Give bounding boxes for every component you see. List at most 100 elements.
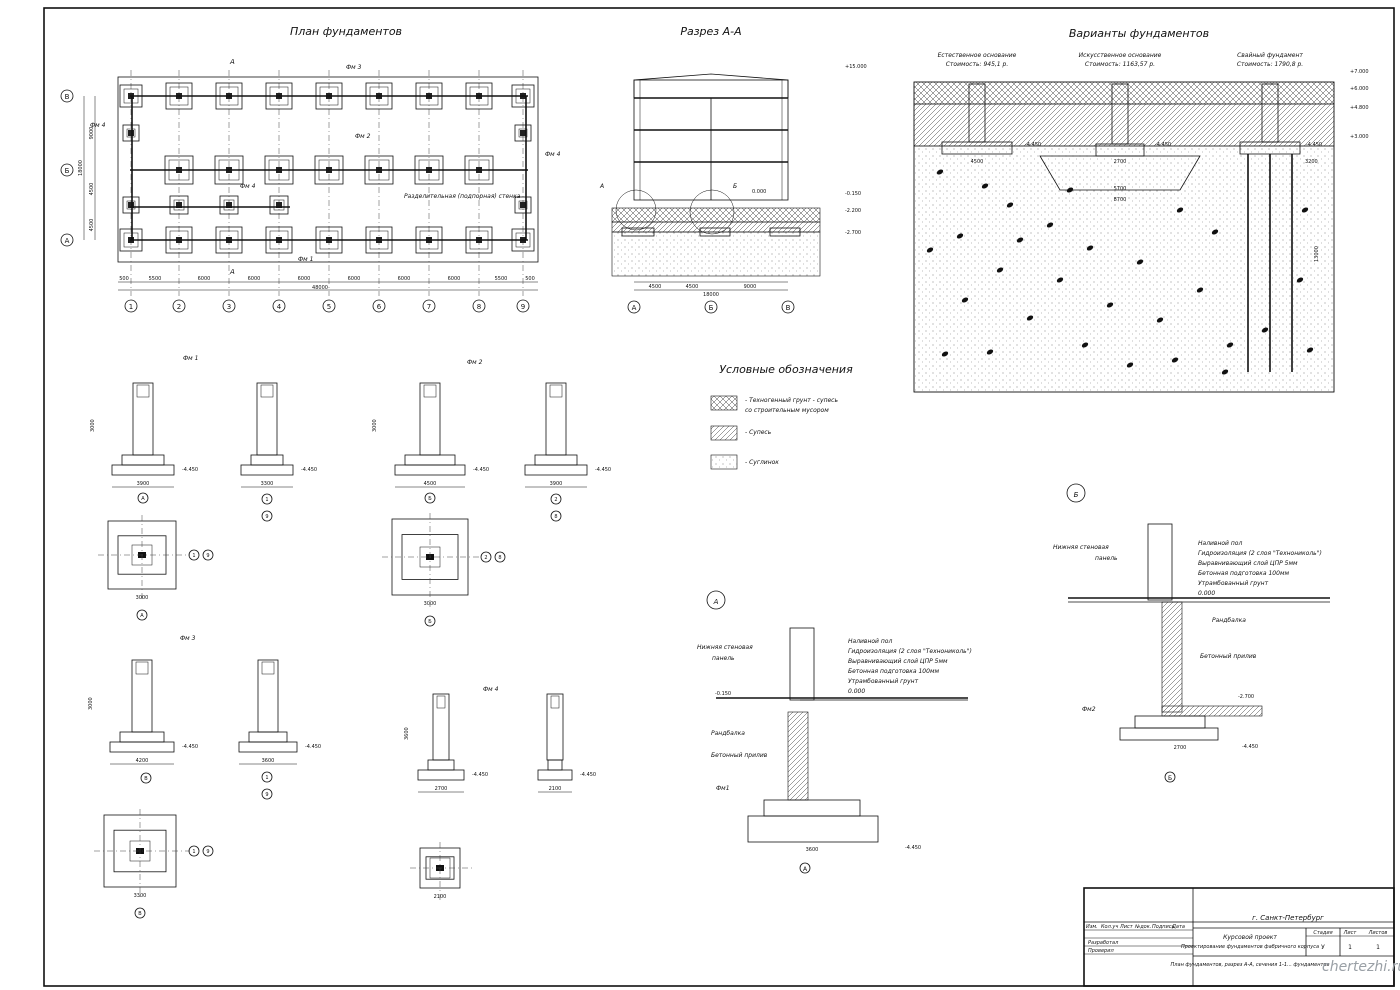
fm2-label: Фм 2	[467, 359, 483, 366]
axis-V: В	[65, 93, 70, 101]
node-layer: 0.000	[1198, 590, 1215, 597]
plan-dim-bottom: 6000	[198, 276, 211, 282]
section-node-b: Б	[733, 183, 737, 190]
section-node-a: А	[599, 183, 604, 190]
variant-soil-inclusions	[926, 169, 1314, 375]
stamp-header-cell: Подпись	[1152, 924, 1175, 930]
footing-axis: 2	[484, 555, 487, 561]
plan-fm-label-4-left: Фм 4	[90, 122, 106, 129]
plan-dim-bottom: 6000	[448, 276, 461, 282]
stamp-header-cell: Изм.	[1086, 924, 1098, 930]
node-a: А Нижняя стеновая панель Наливной полГид…	[697, 590, 972, 874]
section-dim-total: 18000	[703, 292, 719, 298]
plan-dim-bottom: 5500	[149, 276, 162, 282]
section-dim-2: 4500	[686, 284, 699, 290]
plan-dim-bottom: 500	[525, 276, 535, 282]
footing-width: 2700	[435, 786, 448, 792]
variant-elev-3: +4.800	[1350, 105, 1369, 111]
stamp-role-2: Проверил	[1088, 948, 1114, 954]
variant-3-name: Свайный фундамент	[1237, 52, 1303, 59]
plan-dim-total: 48000	[312, 285, 328, 291]
footing-elev: -4.450	[473, 467, 489, 473]
node-layer: Утрамбованный грунт	[1198, 580, 1269, 587]
legend-title: Условные обозначения	[719, 363, 853, 376]
section-axis-b: Б	[709, 304, 714, 312]
footing-elev: -4.450	[182, 744, 198, 750]
footing-axis: Б	[428, 619, 432, 625]
node-layer: Выравнивающий слой ЦПР 5мм	[848, 658, 948, 665]
section-elev-0150: -0.150	[845, 191, 861, 197]
node-b-fill: Бетонный прилив	[1200, 653, 1257, 660]
legend-item-2: - Супесь	[745, 429, 772, 436]
fm4-height: 3600	[404, 727, 410, 740]
footing-axis: А	[141, 496, 145, 502]
node-b-wall-2: панель	[1095, 555, 1118, 562]
section-dim-3: 9000	[744, 284, 757, 290]
fm3-label: Фм 3	[180, 635, 196, 642]
node-layer: Гидроизоляция (2 слоя "Техноникoль")	[848, 648, 972, 655]
footing-axis: 1	[265, 775, 268, 781]
node-a-bottom: -4.450	[905, 845, 921, 851]
fm4-label: Фм 4	[483, 686, 499, 693]
axis-B: Б	[65, 167, 70, 175]
node-b: Б Нижняя стеновая панель Наливной полГид…	[1053, 483, 1330, 783]
plan-fm-label-1: Фм 1	[298, 256, 313, 263]
variant-1-name: Естественное основание	[938, 52, 1017, 59]
footing-elev: -4.450	[580, 772, 596, 778]
stamp-header-cell: №док.	[1134, 924, 1151, 930]
footing-axis: 9	[206, 849, 209, 855]
stamp-col-stage: Стадия	[1313, 930, 1332, 936]
plan-title: План фундаментов	[290, 25, 402, 38]
plan-axis-9: 9	[521, 303, 525, 311]
section-title: Разрез А-А	[680, 25, 741, 38]
node-b-width: 2700	[1174, 745, 1187, 751]
stamp-header-cell: Кол.уч	[1101, 924, 1118, 930]
footing-axis: В	[144, 776, 148, 782]
plan-wall-note: Разделительная (подпорная) стенка	[404, 193, 521, 200]
stamp-subject: Проектирование фундаментов фабричного ко…	[1181, 944, 1319, 950]
plan-axis-8: 8	[477, 303, 481, 311]
fm3-height: 3000	[88, 697, 94, 710]
footing-elev: -4.450	[595, 467, 611, 473]
plan-axis-6: 6	[377, 303, 382, 311]
foundation-variants: Естественное основание Стоимость: 945,1 …	[913, 52, 1369, 393]
plan-cut-bottom: А	[229, 268, 235, 276]
plan-fm-label-4: Фм 4	[240, 183, 256, 190]
variant-1-cost: Стоимость: 945,1 р.	[946, 61, 1009, 68]
legend: - Техногенный грунт - супесь со строител…	[710, 395, 838, 470]
plan-dim-bottom: 6000	[398, 276, 411, 282]
plan-fm-label-2: Фм 2	[355, 133, 371, 140]
footing-axis: 8	[554, 514, 557, 520]
node-layer: Выравнивающий слой ЦПР 5мм	[1198, 560, 1298, 567]
node-b-elev: -2.700	[1238, 694, 1254, 700]
section-elev-2200: -2.200	[845, 208, 861, 214]
plan-axis-4: 4	[277, 303, 282, 311]
variant-2-cost: Стоимость: 1163,57 р.	[1085, 61, 1155, 68]
footing-width: 3600	[262, 758, 275, 764]
node-a-fill: Бетонный прилив	[711, 752, 768, 759]
node-b-axis: Б	[1168, 775, 1172, 782]
plan-fm-label-4-right: Фм 4	[545, 151, 561, 158]
section-axis-v: В	[786, 304, 791, 312]
node-layer: Гидроизоляция (2 слоя "Технониколь")	[1198, 550, 1322, 557]
footing-plan-dim: 3300	[134, 893, 147, 899]
stamp-col-sheet: Лист	[1343, 930, 1358, 936]
plan-footings	[119, 82, 535, 254]
stamp-role-1: Разработал	[1088, 940, 1119, 946]
node-a-elev: -0.150	[715, 691, 731, 697]
watermark: chertezhi.ru	[1322, 959, 1400, 975]
node-layer: Утрамбованный грунт	[848, 678, 919, 685]
variant-2-dim-3: 8700	[1114, 197, 1127, 203]
stamp-sheet: План фундаментов, разрез А-А, сечения 1-…	[1171, 962, 1330, 968]
variant-2-name: Искусственное основание	[1079, 52, 1162, 59]
footing-width: 2100	[549, 786, 562, 792]
